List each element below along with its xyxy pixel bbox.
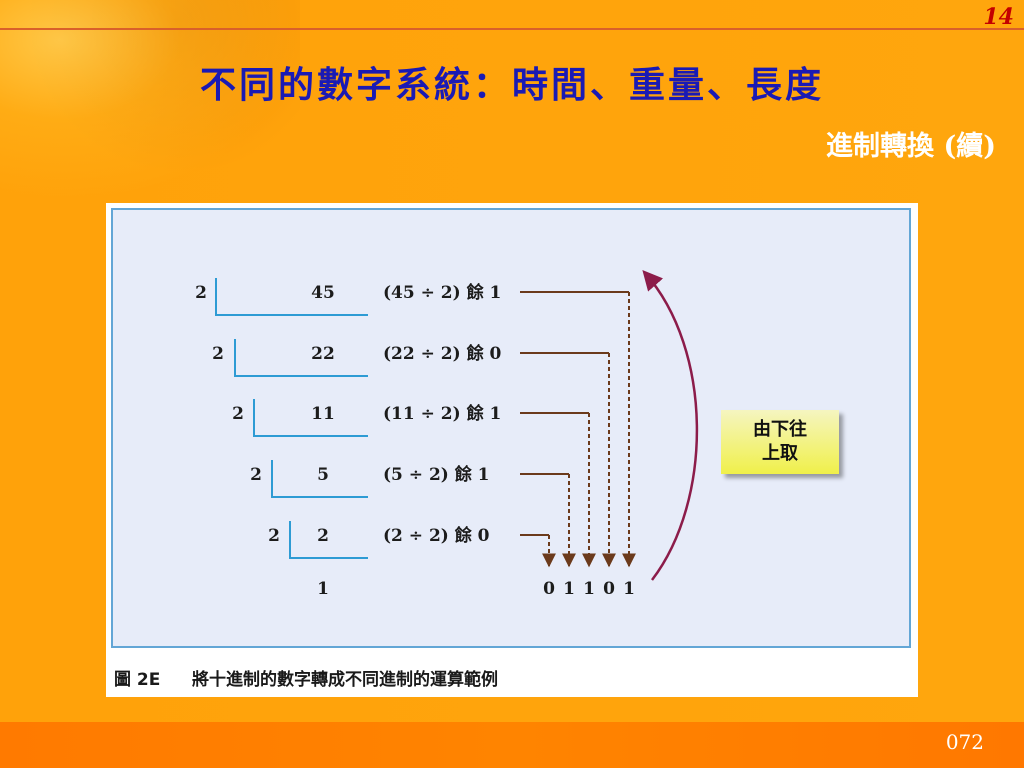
divisor-label: 2: [268, 526, 280, 546]
footer-band: [0, 722, 1024, 768]
slide-subtitle: 進制轉換 (續): [826, 131, 996, 162]
result-digit: 0: [543, 579, 555, 599]
division-bracket: [234, 339, 368, 377]
result-digit: 1: [563, 579, 575, 599]
remainder-expression: (22 ÷ 2) 餘 0: [383, 343, 501, 364]
division-bracket: [215, 278, 368, 316]
divisor-label: 2: [212, 344, 224, 364]
remainder-connectors: [520, 291, 636, 568]
remainder-expression: (11 ÷ 2) 餘 1: [383, 403, 501, 424]
divisor-label: 2: [195, 283, 207, 303]
dividend-value: 22: [311, 344, 335, 364]
callout-box: 由下往上取: [721, 410, 839, 474]
result-digit: 1: [583, 579, 595, 599]
dividend-value: 45: [311, 283, 335, 303]
dividend-value: 11: [311, 404, 335, 424]
remainder-expression: (2 ÷ 2) 餘 0: [383, 525, 490, 546]
remainder-expression: (5 ÷ 2) 餘 1: [383, 464, 490, 485]
remainder-expression: (45 ÷ 2) 餘 1: [383, 282, 501, 303]
caption-text: 將十進制的數字轉成不同進制的運算範例: [192, 670, 498, 690]
slide-title: 不同的數字系統：時間、重量、長度: [199, 64, 824, 106]
division-bracket: [253, 399, 368, 437]
dividend-value: 5: [317, 465, 329, 485]
final-quotient: 1: [317, 579, 329, 599]
bottom-to-top-arrow: [642, 269, 699, 581]
figure-caption: 圖 2E 將十進制的數字轉成不同進制的運算範例: [114, 665, 498, 690]
page-number: 14: [983, 4, 1014, 30]
result-digit: 1: [623, 579, 635, 599]
corner-decoration: [0, 0, 300, 200]
division-bracket: [271, 460, 368, 498]
dividend-value: 2: [317, 526, 329, 546]
division-bracket: [289, 521, 368, 559]
caption-tag: 圖 2E: [114, 670, 161, 690]
divisor-label: 2: [250, 465, 262, 485]
slide-number: 072: [945, 730, 984, 754]
result-digit: 0: [603, 579, 615, 599]
callout-text: 由下往上取: [753, 419, 807, 464]
top-rule: [0, 28, 1024, 30]
divisor-label: 2: [232, 404, 244, 424]
